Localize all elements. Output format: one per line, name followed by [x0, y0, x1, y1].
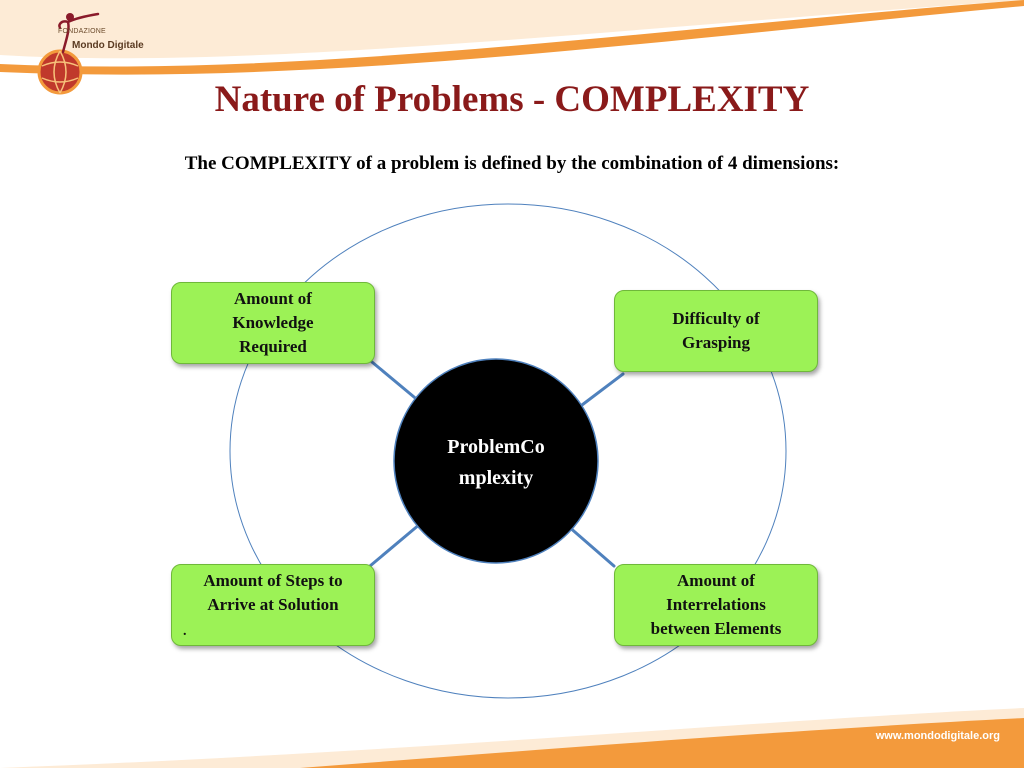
connector-knowledge [370, 360, 422, 404]
footer-url: www.mondodigitale.org [875, 730, 1000, 742]
node-steps-line: Amount of Steps to [203, 571, 343, 590]
node-interrelations-line: Interrelations [666, 595, 766, 614]
node-steps-line: Arrive at Solution [207, 595, 339, 614]
node-knowledge: Amount of Knowledge Required [171, 282, 375, 364]
logo-figure-icon [58, 12, 100, 54]
logo-brand-label: Mondo Digitale [72, 40, 144, 51]
logo-globe-lines [41, 50, 79, 94]
node-interrelations-line: Amount of [677, 571, 755, 590]
center-node [393, 358, 599, 564]
node-interrelations-line: between Elements [650, 619, 782, 638]
connector-steps [368, 522, 422, 568]
bottom-swoosh [300, 718, 1024, 768]
logo-foundation-label: FONDAZIONE [58, 28, 106, 35]
outer-ring [229, 203, 787, 699]
connector-interrelations [566, 524, 616, 568]
node-knowledge-line: Knowledge [232, 313, 314, 332]
slide-title: Nature of Problems - COMPLEXITY [214, 79, 810, 120]
center-node-label: ProblemCo mplexity [447, 436, 545, 489]
node-interrelations: Amount of Interrelations between Element… [614, 564, 818, 646]
node-grasping-line: Grasping [681, 333, 751, 352]
logo-figure-head [66, 13, 74, 21]
slide-subtitle: The COMPLEXITY of a problem is defined b… [184, 153, 840, 174]
node-grasping: Difficulty of Grasping [614, 290, 818, 372]
top-swoosh-light [0, 0, 1024, 59]
node-grasping-line: Difficulty of [672, 309, 760, 328]
node-steps: Amount of Steps to Arrive at Solution [171, 564, 375, 646]
connector-grasping [576, 372, 625, 410]
node-knowledge-line: Required [239, 337, 307, 356]
node-steps-mark: . [183, 624, 187, 639]
node-knowledge-line: Amount of [234, 289, 312, 308]
top-swoosh [0, 0, 1024, 75]
